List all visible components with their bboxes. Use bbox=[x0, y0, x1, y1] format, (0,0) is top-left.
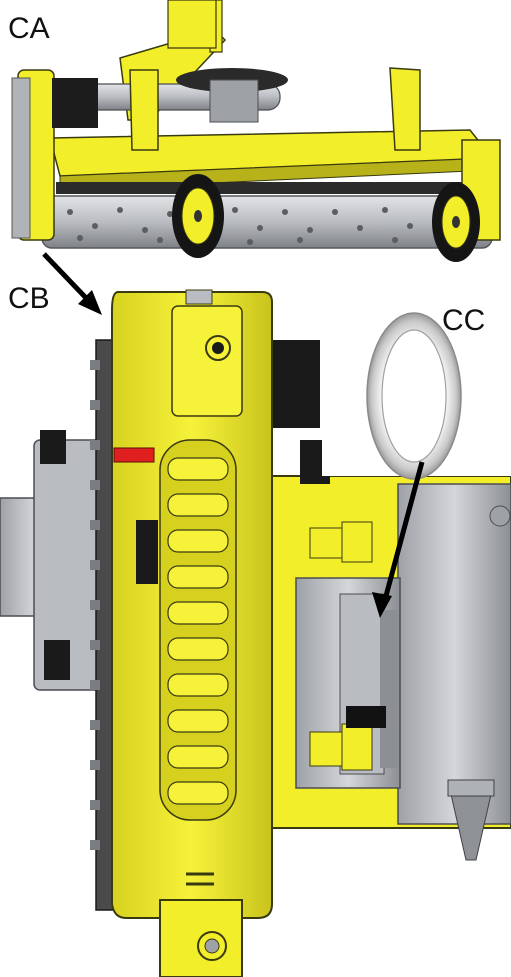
right-wheel bbox=[432, 182, 480, 262]
chain-drive-closeup bbox=[0, 289, 511, 977]
callout-cb: CB bbox=[8, 282, 50, 315]
roller-drum bbox=[41, 195, 493, 249]
arrow-cc-to-hub bbox=[372, 461, 425, 618]
mower-overview bbox=[11, 0, 501, 262]
roller-chain bbox=[136, 439, 237, 821]
motor-housing bbox=[397, 483, 511, 825]
red-pin bbox=[113, 447, 155, 463]
left-wheel bbox=[172, 174, 224, 258]
washer-ring bbox=[366, 312, 462, 480]
arrow-ca-to-cb bbox=[42, 252, 102, 315]
callout-ca: CA bbox=[8, 12, 50, 45]
callout-cc: CC bbox=[442, 304, 486, 337]
